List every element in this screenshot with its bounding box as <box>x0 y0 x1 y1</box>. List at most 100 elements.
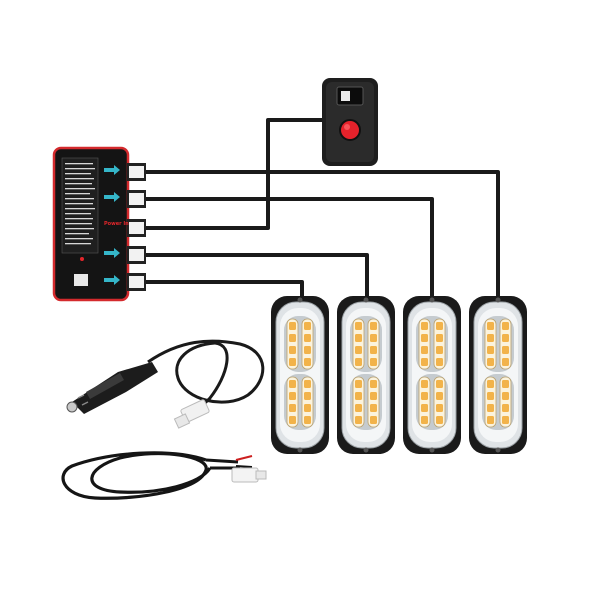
arrow-icon <box>104 165 120 175</box>
led-pod <box>350 374 382 430</box>
cigarette-lighter-plug-icon <box>66 362 158 414</box>
led-chip <box>487 380 494 388</box>
led-chip <box>355 358 362 366</box>
led-pod <box>416 316 448 372</box>
led-chip <box>421 334 428 342</box>
led-chip <box>502 334 509 342</box>
led-chip <box>370 404 377 412</box>
led-chip <box>370 416 377 424</box>
wire-to-light-3 <box>146 197 434 298</box>
led-chip <box>370 322 377 330</box>
led-chip <box>487 416 494 424</box>
wire-to-light-2 <box>146 253 369 298</box>
led-pod <box>416 374 448 430</box>
led-chip <box>289 346 296 354</box>
led-chip <box>370 358 377 366</box>
led-chip <box>487 322 494 330</box>
led-chip <box>304 392 311 400</box>
led-chip <box>289 404 296 412</box>
led-chip <box>421 358 428 366</box>
led-chip <box>436 416 443 424</box>
manual-text <box>65 163 95 245</box>
led-chip <box>436 334 443 342</box>
led-chip <box>370 392 377 400</box>
led-chip <box>421 322 428 330</box>
led-chip <box>304 334 311 342</box>
strobe-light-head <box>337 296 395 454</box>
led-chip <box>487 346 494 354</box>
led-chip <box>304 404 311 412</box>
led-pod <box>350 316 382 372</box>
led-chip <box>289 334 296 342</box>
led-chip <box>370 334 377 342</box>
led-chip <box>289 392 296 400</box>
led-chip <box>436 392 443 400</box>
led-chip <box>421 416 428 424</box>
wiring-harness <box>146 118 500 298</box>
led-chip <box>355 404 362 412</box>
black-wire <box>235 465 253 468</box>
led-pod <box>482 374 514 430</box>
red-button-icon <box>339 119 361 141</box>
port-arrows <box>104 165 120 285</box>
cable-connector-white <box>231 467 267 483</box>
led-chip <box>421 392 428 400</box>
strobe-light-head <box>469 296 527 454</box>
led-chip <box>370 380 377 388</box>
led-chip <box>487 392 494 400</box>
led-chip <box>436 380 443 388</box>
arrow-icon <box>104 248 120 258</box>
led-chip <box>355 416 362 424</box>
led-chip <box>502 380 509 388</box>
strobe-light-head <box>271 296 329 454</box>
led-chip <box>436 404 443 412</box>
led-chip <box>421 346 428 354</box>
led-chip <box>502 392 509 400</box>
led-chip <box>436 346 443 354</box>
label-sticker <box>74 274 88 286</box>
strobe-light-head <box>403 296 461 454</box>
led-chip <box>421 404 428 412</box>
led-pod <box>284 374 316 430</box>
coiled-wire <box>147 339 265 404</box>
wire-to-switch <box>146 118 324 230</box>
rocker-switch <box>322 78 378 166</box>
led-chip <box>355 322 362 330</box>
power-in-label: Power In <box>104 221 129 227</box>
power-cable <box>61 451 267 500</box>
led-chip <box>370 346 377 354</box>
status-dot <box>80 257 84 261</box>
wire-to-light-1 <box>146 280 304 298</box>
led-chip <box>436 358 443 366</box>
led-chip <box>304 358 311 366</box>
controller-box <box>52 146 146 302</box>
led-chip <box>502 346 509 354</box>
led-pod <box>482 316 514 372</box>
led-chip <box>355 380 362 388</box>
arrow-icon <box>104 192 120 202</box>
led-chip <box>304 380 311 388</box>
led-chip <box>421 380 428 388</box>
cigarette-lighter-cable <box>66 339 265 429</box>
led-chip <box>502 416 509 424</box>
led-chip <box>502 358 509 366</box>
led-chip <box>289 358 296 366</box>
led-chip <box>289 322 296 330</box>
led-chip <box>355 334 362 342</box>
connectors <box>127 163 146 291</box>
led-chip <box>355 392 362 400</box>
led-chip <box>304 346 311 354</box>
led-chip <box>502 322 509 330</box>
led-chip <box>502 404 509 412</box>
arrow-icon <box>104 275 120 285</box>
led-pod <box>284 316 316 372</box>
led-chip <box>304 416 311 424</box>
led-chip <box>355 346 362 354</box>
led-chip <box>436 322 443 330</box>
led-chip <box>487 358 494 366</box>
cable-connector-white <box>173 399 210 429</box>
led-chip <box>487 404 494 412</box>
led-chip <box>487 334 494 342</box>
red-wire <box>235 455 253 461</box>
